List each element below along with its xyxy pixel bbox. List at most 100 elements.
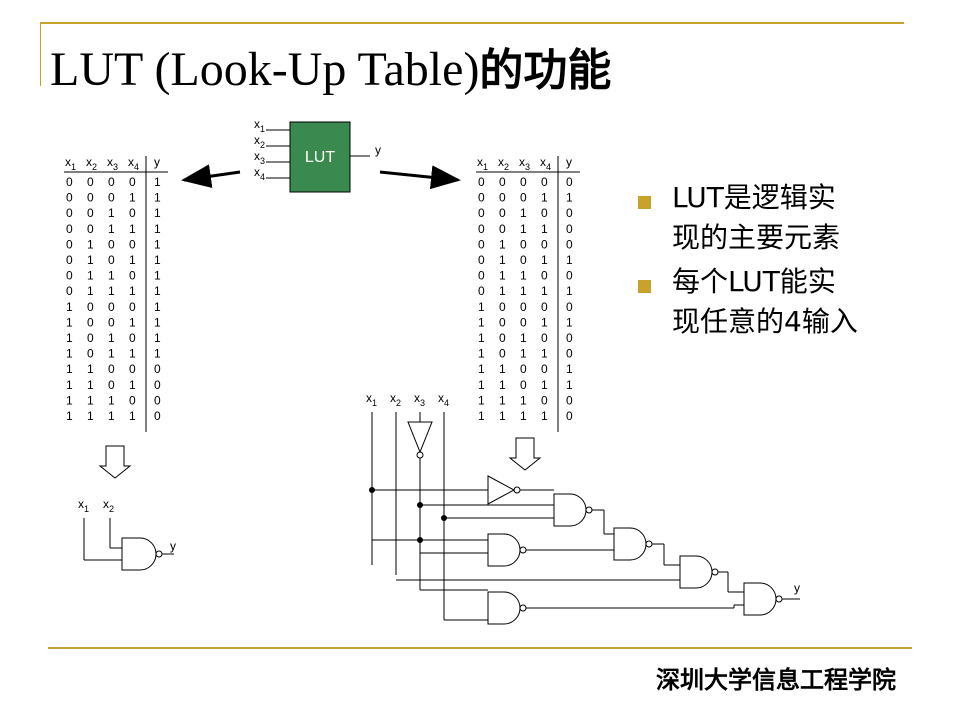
left-output-label: y [170, 539, 176, 553]
table-cell: 0 [520, 237, 527, 251]
table-cell: 0 [499, 175, 506, 189]
bullet-square-icon [638, 280, 651, 293]
table-cell: 1 [541, 378, 548, 392]
table-cell: 0 [541, 331, 548, 345]
bullet-line: 现的主要元素 [672, 221, 841, 254]
bullet-square-icon [638, 196, 651, 209]
title-accent-line [40, 24, 41, 86]
table-cell: 1 [520, 206, 527, 220]
arrow-left [181, 164, 241, 189]
table-cell: 1 [108, 393, 115, 407]
lut-input-lines [266, 129, 370, 179]
table-cell: 0 [478, 191, 485, 205]
table-cell-output: 1 [154, 175, 161, 189]
table-cell-output: 0 [154, 378, 161, 392]
table-cell: 1 [66, 347, 73, 361]
table-cell: 0 [108, 315, 115, 329]
lut-input-label: x4 [254, 165, 265, 182]
table-cell: 1 [478, 393, 485, 407]
table-cell: 0 [520, 378, 527, 392]
table-cell: 0 [478, 222, 485, 236]
table-cell-output: 0 [566, 347, 573, 361]
table-cell: 0 [66, 222, 73, 236]
lut-input-label: x1 [254, 117, 265, 134]
table-cell-output: 1 [566, 378, 573, 392]
table-cell-output: 1 [566, 191, 573, 205]
table-header: x1 [477, 155, 488, 172]
table-cell: 1 [520, 393, 527, 407]
table-cell-output: 0 [154, 393, 161, 407]
table-cell: 0 [478, 253, 485, 267]
table-cell: 0 [499, 331, 506, 345]
table-cell: 1 [129, 191, 136, 205]
table-cell: 0 [520, 362, 527, 376]
circuit-right-input-label: x2 [390, 391, 401, 408]
table-cell: 0 [478, 237, 485, 251]
table-cell: 1 [129, 378, 136, 392]
table-cell: 0 [541, 175, 548, 189]
table-header: y [154, 155, 160, 169]
table-cell: 1 [520, 222, 527, 236]
nand-gate-final [743, 582, 777, 616]
circuit-right-input-label: x4 [438, 391, 449, 408]
page-title: LUT (Look-Up Table)的功能 [50, 34, 611, 98]
table-cell: 1 [541, 191, 548, 205]
table-cell: 1 [87, 409, 94, 423]
table-cell: 0 [478, 206, 485, 220]
table-cell: 1 [478, 362, 485, 376]
table-cell-output: 0 [566, 331, 573, 345]
table-cell: 1 [478, 315, 485, 329]
table-cell: 0 [541, 362, 548, 376]
table-cell: 1 [66, 300, 73, 314]
table-cell: 0 [541, 393, 548, 407]
bottom-divider [48, 647, 912, 649]
bullet-line: LUT是逻辑实 [672, 181, 836, 214]
table-header: x4 [128, 155, 139, 172]
table-cell: 0 [87, 331, 94, 345]
table-header: x3 [107, 155, 118, 172]
table-cell: 1 [66, 378, 73, 392]
table-cell: 1 [87, 253, 94, 267]
table-cell: 1 [478, 409, 485, 423]
circuit-left [83, 518, 174, 571]
table-cell: 0 [108, 378, 115, 392]
table-cell: 0 [478, 269, 485, 283]
table-cell: 0 [129, 331, 136, 345]
table-cell: 0 [478, 175, 485, 189]
table-cell: 0 [520, 175, 527, 189]
table-cell-output: 1 [154, 206, 161, 220]
table-cell-output: 1 [154, 269, 161, 283]
table-header: y [566, 155, 572, 169]
table-cell: 1 [108, 284, 115, 298]
nand-gate-b [487, 533, 521, 567]
table-cell: 1 [541, 284, 548, 298]
lut-input-label: x3 [254, 149, 265, 166]
nand-gate-e [679, 555, 713, 589]
table-cell: 1 [66, 393, 73, 407]
lut-input-label: x2 [254, 133, 265, 150]
circuit-right-input-label: x3 [414, 391, 425, 408]
table-cell: 1 [129, 347, 136, 361]
table-cell: 0 [499, 222, 506, 236]
table-cell: 0 [87, 175, 94, 189]
table-cell: 1 [520, 331, 527, 345]
table-cell: 1 [108, 222, 115, 236]
table-cell: 0 [541, 269, 548, 283]
table-cell-output: 1 [154, 300, 161, 314]
table-cell: 0 [499, 191, 506, 205]
table-cell-output: 1 [154, 284, 161, 298]
table-cell: 1 [520, 284, 527, 298]
table-cell: 1 [541, 347, 548, 361]
table-cell: 1 [108, 347, 115, 361]
table-cell: 1 [129, 253, 136, 267]
table-cell: 0 [520, 191, 527, 205]
table-cell-output: 0 [566, 206, 573, 220]
table-cell-output: 1 [566, 284, 573, 298]
table-cell: 0 [541, 237, 548, 251]
table-cell: 0 [520, 315, 527, 329]
table-cell: 1 [520, 269, 527, 283]
table-cell: 1 [87, 393, 94, 407]
